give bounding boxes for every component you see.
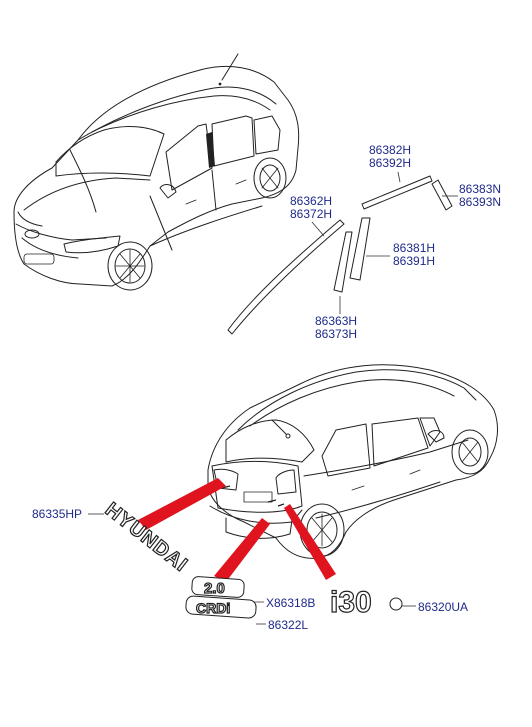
label-86373H: 86373H <box>315 327 357 341</box>
label-86363H: 86363H <box>315 314 357 328</box>
trim-emblem-plate <box>185 595 257 619</box>
trim-emblem: CRDi <box>196 600 230 616</box>
label-86382H: 86382H <box>369 143 411 157</box>
label-86381H: 86381H <box>393 241 435 255</box>
label-86320UA: 86320UA <box>418 600 468 614</box>
engine-emblem: 2.0 <box>204 580 225 597</box>
label-86383N: 86383N <box>459 182 501 196</box>
highlight-pointers <box>138 478 336 582</box>
rear-quarter-moulding <box>431 179 453 211</box>
door-top-moulding <box>361 175 433 210</box>
i30-emblem: i30 <box>330 586 372 619</box>
engine-emblem-plate <box>191 576 245 598</box>
label-86362H: 86362H <box>290 194 332 208</box>
car-front-view <box>13 53 300 291</box>
pointer-brand-emblem <box>138 478 226 530</box>
label-86392H: 86392H <box>369 156 411 170</box>
moulding-parts <box>227 171 458 335</box>
label-86335HP: 86335HP <box>32 507 82 521</box>
label-86391H: 86391H <box>393 254 435 268</box>
pointer-engine-emblem <box>214 518 270 582</box>
pillar-moulding-rear <box>349 217 371 281</box>
label-X86318B: X86318B <box>266 596 315 610</box>
pillar-moulding-front <box>333 231 353 293</box>
car-rear-view <box>207 364 498 559</box>
emblems: HYUNDAI 2.0 CRDi i30 <box>88 498 416 625</box>
part-number-labels: 86382H 86392H 86383N 86393N 86362H 86372… <box>32 143 501 632</box>
roof-moulding <box>227 219 345 335</box>
label-86393N: 86393N <box>459 195 501 209</box>
pointer-model-emblem <box>284 504 336 580</box>
label-86322L: 86322L <box>268 618 308 632</box>
label-86372H: 86372H <box>290 207 332 221</box>
